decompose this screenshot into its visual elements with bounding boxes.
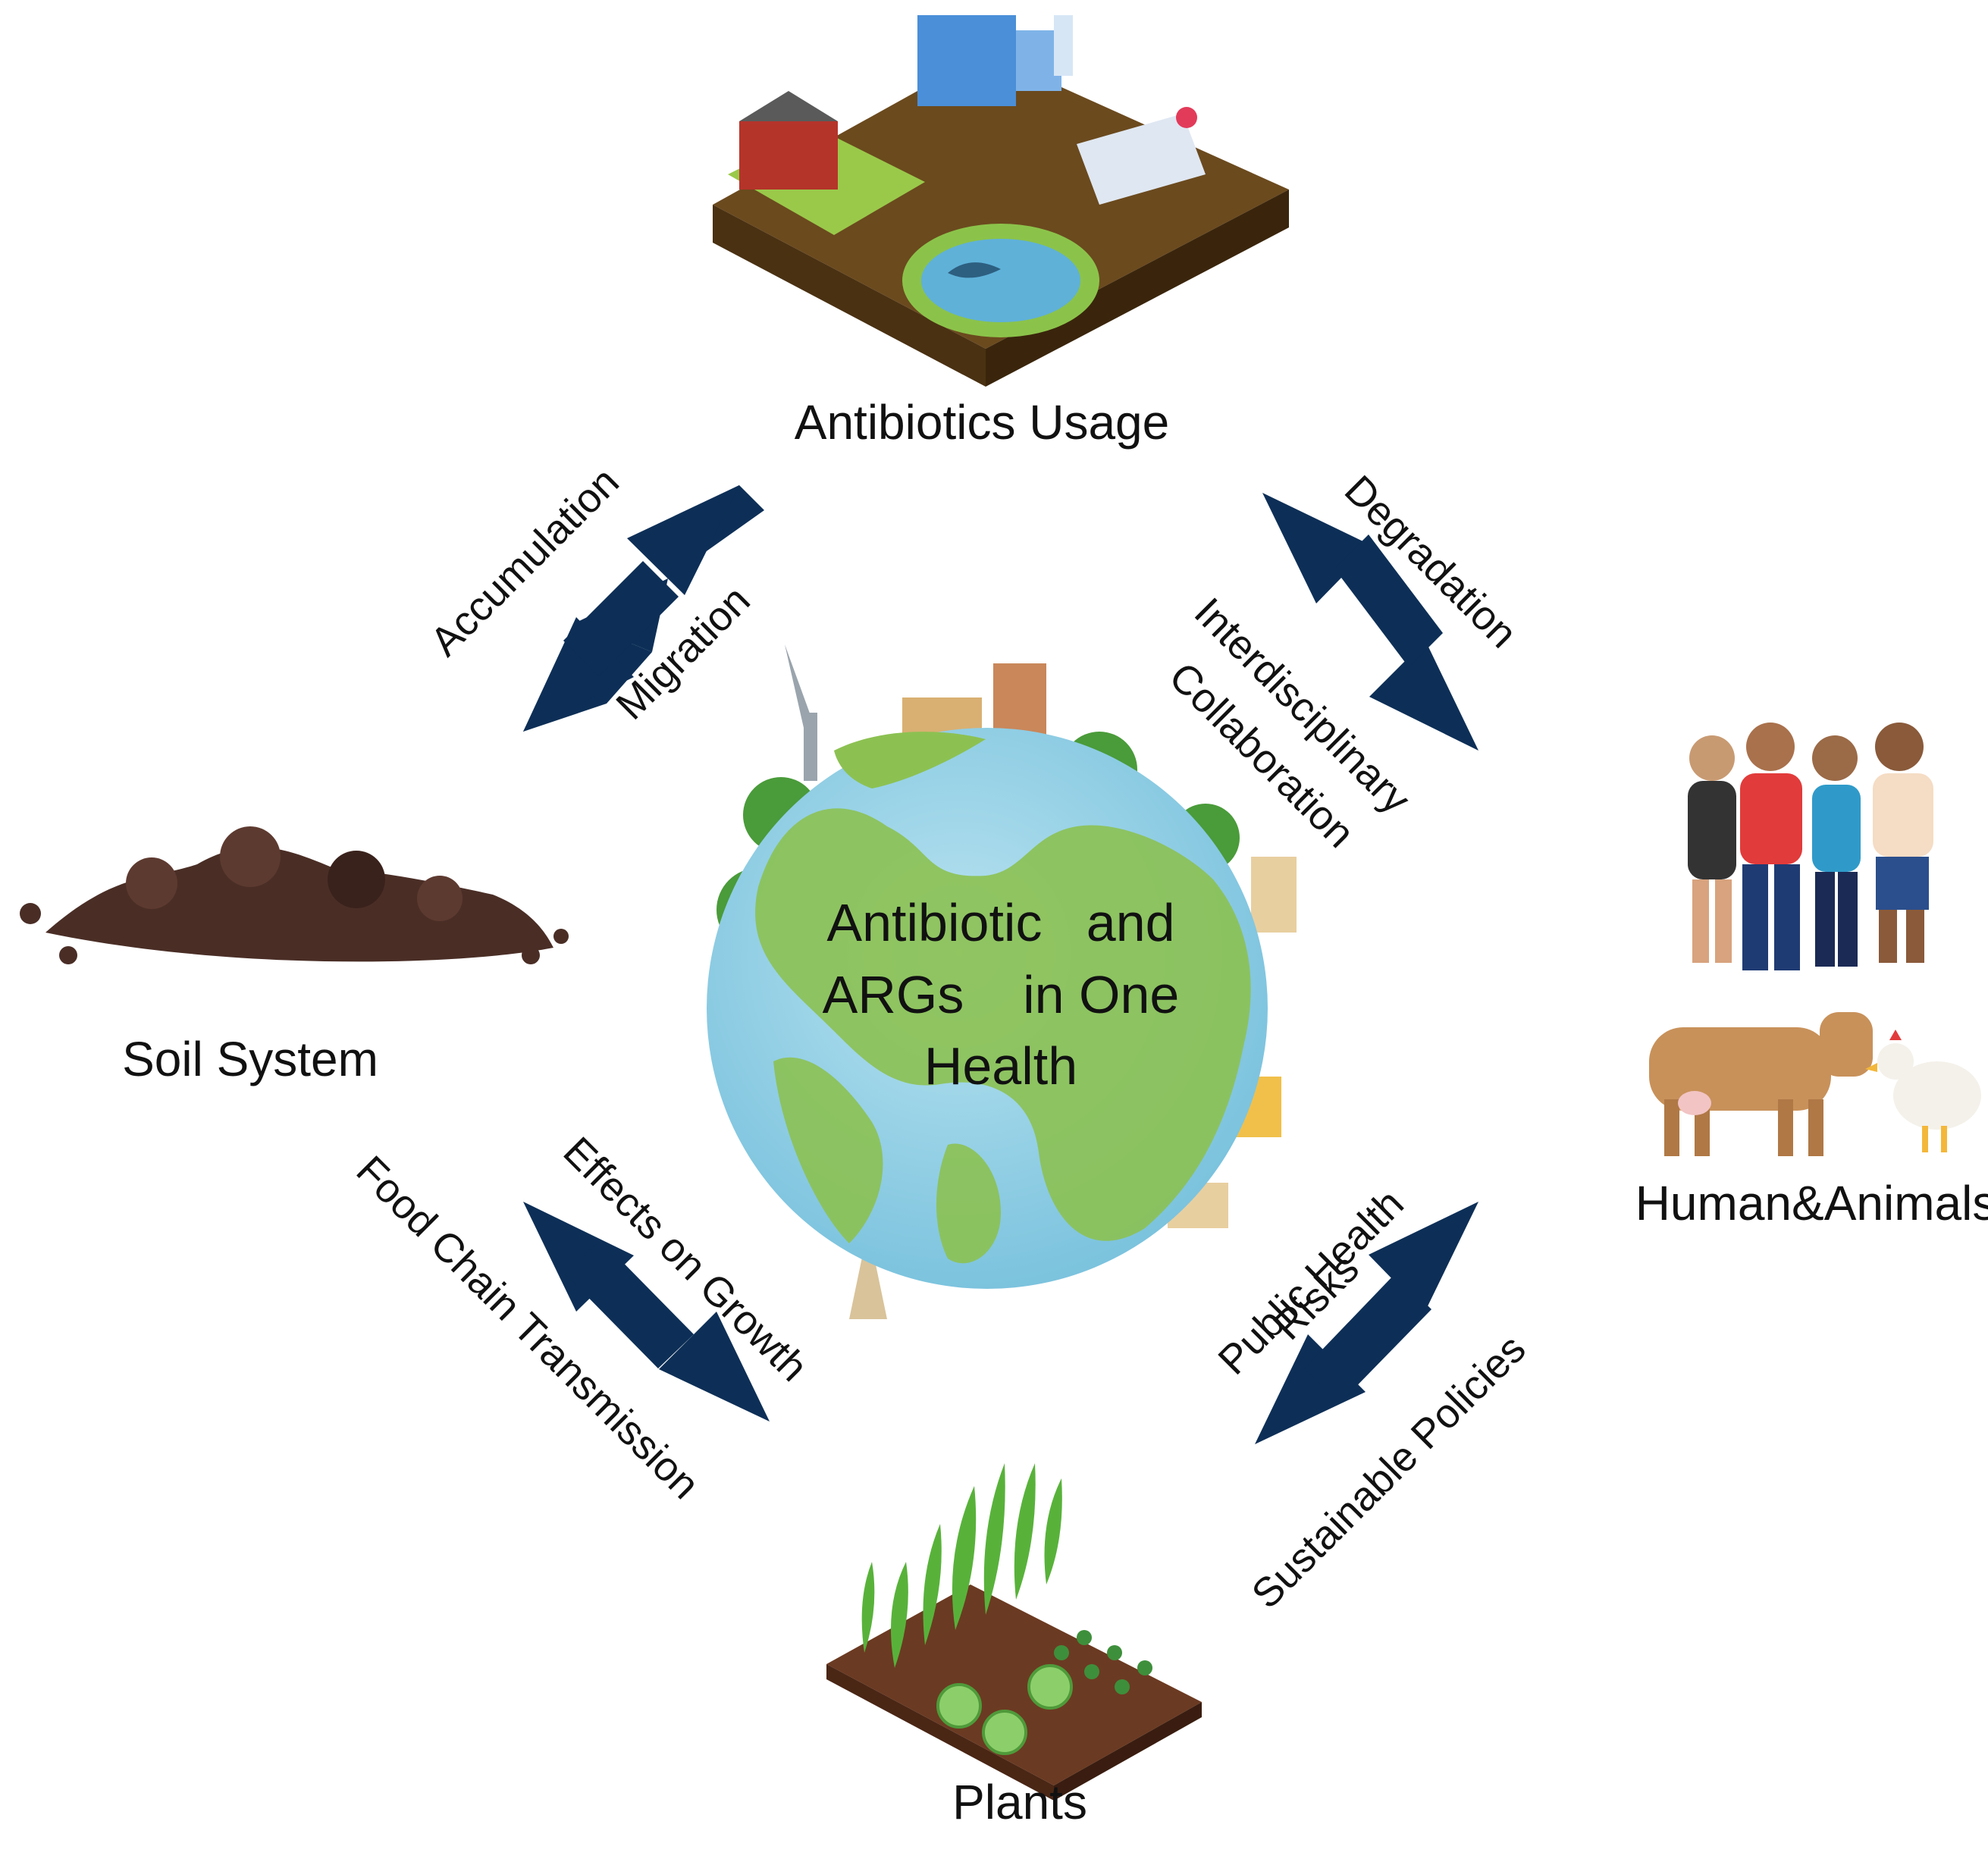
arrow-bottom-right [1255, 1202, 1478, 1444]
person-1 [1688, 735, 1736, 963]
plants-illustration [826, 1463, 1202, 1801]
chicken-icon [1865, 1030, 1981, 1152]
arrow-top-right [1262, 493, 1478, 751]
center-title-line-2: ARGs in One [822, 964, 1180, 1024]
globe-illustration [707, 644, 1297, 1319]
person-2 [1740, 723, 1802, 970]
soil-illustration [20, 826, 569, 964]
person-3 [1812, 735, 1861, 967]
node-soil-system: Soil System [122, 1032, 378, 1086]
node-human-animals: Human&Animals [1635, 1176, 1988, 1230]
node-plants: Plants [952, 1775, 1087, 1829]
humans-animals-illustration [1649, 723, 1981, 1156]
center-title-line-3: Health [923, 1036, 1078, 1096]
arrow-top-left [523, 485, 764, 732]
antibiotics-usage-illustration [713, 15, 1289, 387]
center-title-line-1: Antibiotic and [826, 893, 1175, 952]
node-antibiotics-usage: Antibiotics Usage [794, 395, 1170, 450]
center-title: Antibiotic and ARGs in One Health [796, 887, 1206, 1102]
person-4 [1873, 723, 1933, 963]
cow-icon [1649, 1012, 1873, 1156]
arrow-bottom-left [523, 1202, 770, 1422]
